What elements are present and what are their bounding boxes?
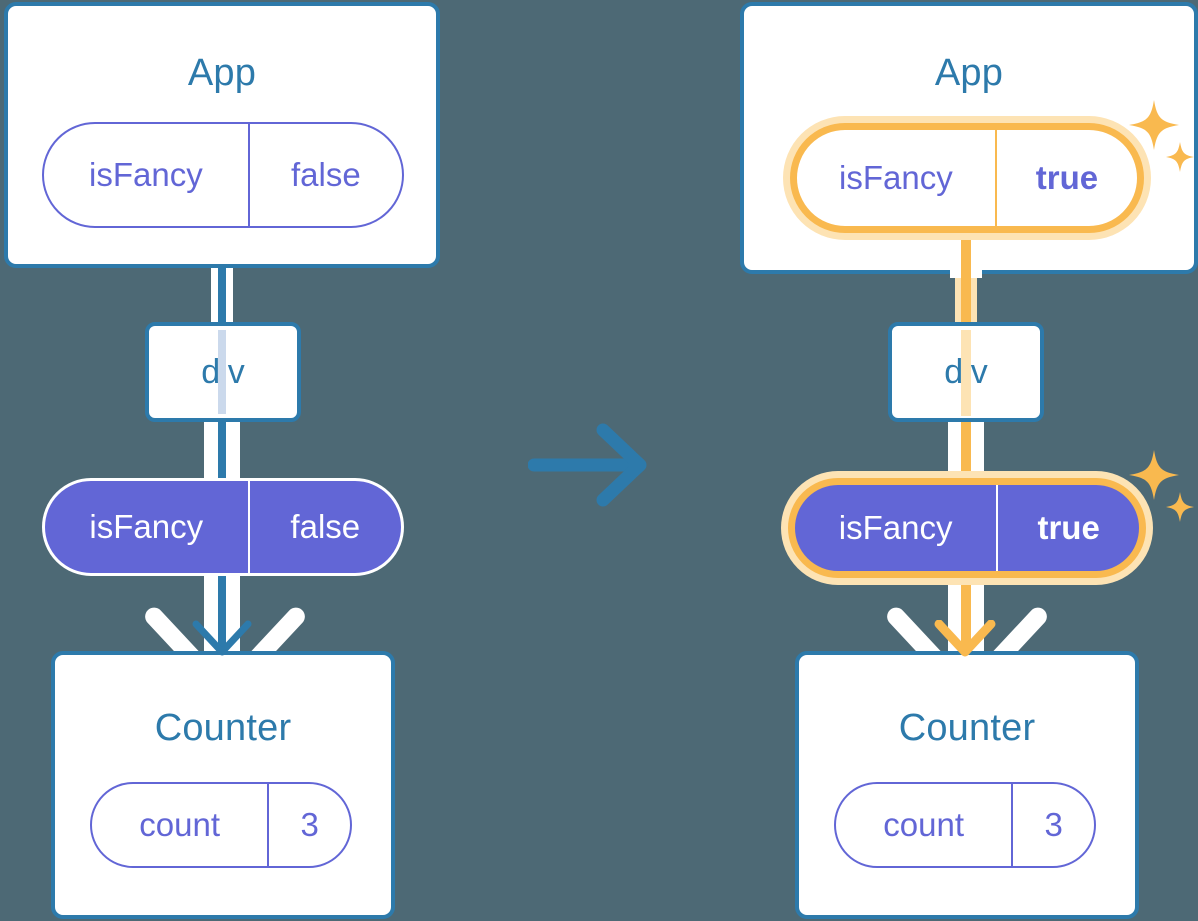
- sparkle-icon-app-state-after: [1128, 98, 1198, 178]
- sparkle-icon-prop-after: [1128, 448, 1198, 528]
- app-state-value-after: true: [994, 130, 1137, 226]
- connector-div-to-prop-before: [218, 418, 226, 490]
- counter-state-value-after: 3: [1011, 784, 1094, 866]
- prop-pill-after: isFancy true: [788, 478, 1146, 578]
- counter-state-pill-after: count 3: [834, 782, 1096, 868]
- app-state-key-after: isFancy: [839, 159, 953, 196]
- prop-key-before: isFancy: [89, 508, 204, 545]
- connector-app-to-div-before: [218, 255, 226, 330]
- counter-state-key-before: count: [139, 806, 220, 843]
- app-state-key-before: isFancy: [89, 156, 203, 193]
- connector-div-to-prop-after: [961, 418, 971, 490]
- prop-pill-before: isFancy false: [42, 478, 404, 576]
- counter-state-value-before: 3: [267, 784, 350, 866]
- counter-state-pill-before: count 3: [90, 782, 352, 868]
- connector-through-div-after: [961, 330, 971, 416]
- app-state-pill-after: isFancy true: [790, 123, 1144, 233]
- app-state-value-before: false: [247, 124, 402, 226]
- prop-value-after: true: [996, 485, 1139, 571]
- counter-title-before: Counter: [154, 707, 292, 749]
- arrow-shaft-before: [218, 570, 226, 662]
- prop-key-after: isFancy: [838, 509, 953, 546]
- arrow-head-after: [934, 620, 996, 668]
- app-state-pill-before: isFancy false: [42, 122, 404, 228]
- app-title-before: App: [187, 52, 257, 94]
- connector-app-to-div-core-after: [961, 228, 971, 332]
- arrow-head-before: [192, 620, 252, 668]
- counter-state-key-after: count: [883, 806, 964, 843]
- counter-title-after: Counter: [898, 707, 1036, 749]
- arrow-shaft-after: [961, 578, 971, 664]
- app-title-after: App: [934, 52, 1004, 94]
- connector-through-div-before: [218, 330, 226, 414]
- prop-value-before: false: [247, 481, 401, 573]
- transition-right-arrow-icon: [528, 420, 653, 510]
